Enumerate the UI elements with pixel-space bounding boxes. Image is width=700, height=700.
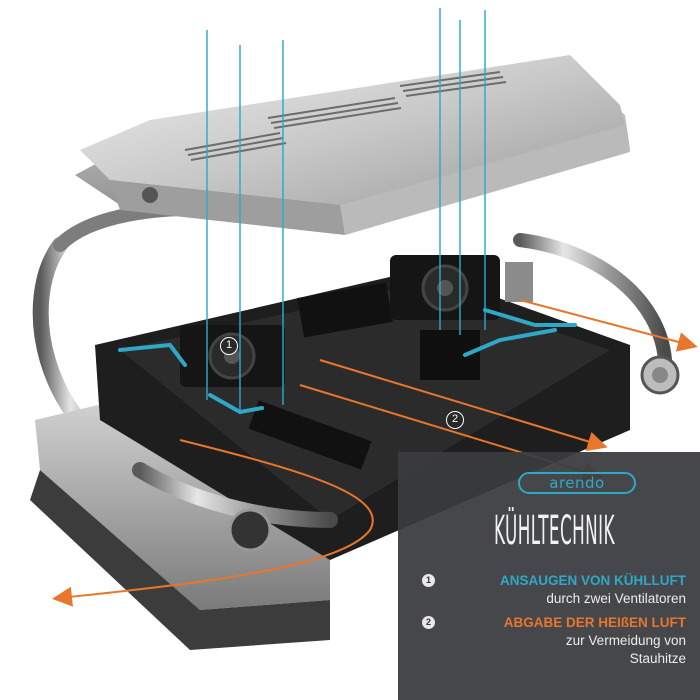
item-2-number-icon: 2 <box>422 616 435 629</box>
item-2-description-line-2: Stauhitze <box>629 651 686 666</box>
item-1-description: durch zwei Ventilatoren <box>546 591 686 606</box>
item-2-description-line-1: zur Vermeidung von <box>565 633 686 648</box>
brand-logo: arendo <box>518 472 636 494</box>
marker-fan-intake: 1 <box>220 337 238 355</box>
marker-hot-air-exhaust: 2 <box>446 411 464 429</box>
item-2-title: ABGABE DER HEIßEN LUFT <box>503 615 686 630</box>
item-1-title: ANSAUGEN VON KÜHLLUFT <box>500 573 686 588</box>
panel-heading: KÜHLTECHNIK <box>494 508 615 554</box>
item-1-number-icon: 1 <box>422 574 435 587</box>
